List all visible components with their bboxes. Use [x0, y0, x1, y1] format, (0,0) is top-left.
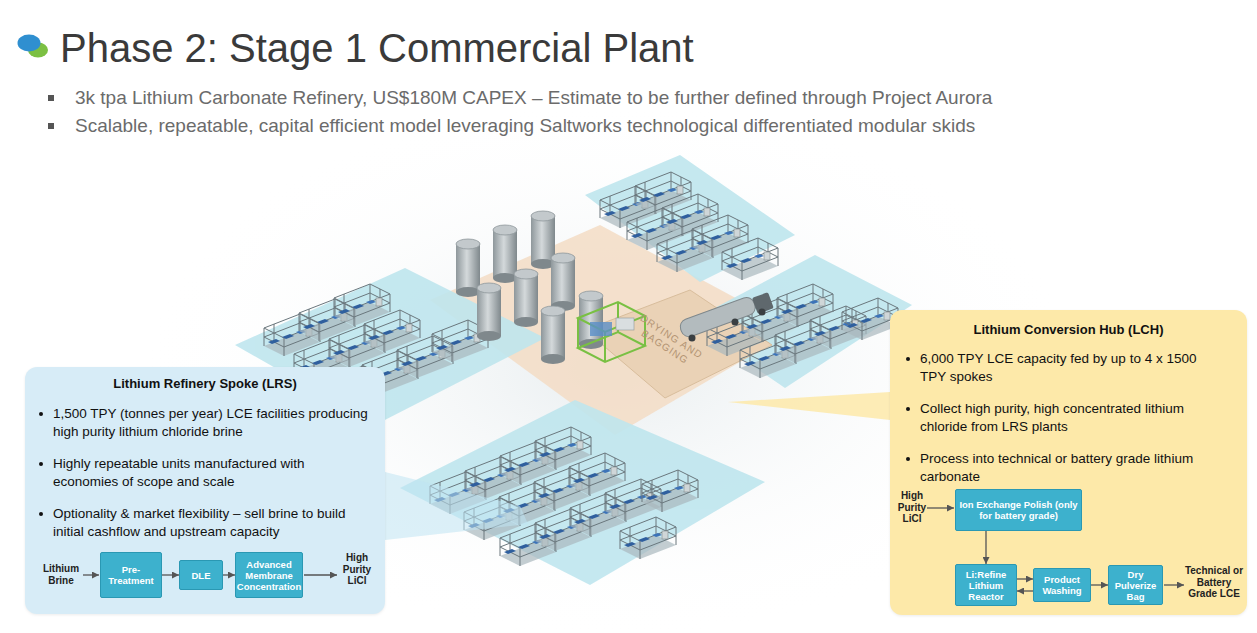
box-label: Product Washing: [1036, 574, 1088, 596]
panel-heading: Lithium Conversion Hub (LCH): [890, 322, 1247, 338]
box-label: Advanced Membrane Concentration: [237, 559, 301, 592]
flow-output: High Purity LiCl: [336, 552, 378, 587]
summary-bullet: 3k tpa Lithium Carbonate Refinery, US$18…: [75, 86, 992, 110]
storage-tanks-part: [514, 269, 538, 327]
south-spoke-skids-part: [642, 470, 698, 512]
bullet-text: Collect high purity, high concentrated l…: [920, 401, 1184, 434]
bullet-text: Process into technical or battery grade …: [920, 451, 1193, 484]
west-spoke-skids-part: [334, 284, 390, 326]
label-text: Technical or Battery Grade LCE: [1185, 565, 1243, 599]
flow-output: Technical or Battery Grade LCE: [1182, 565, 1246, 600]
storage-tanks-part: [551, 253, 575, 311]
box-text: Product Washing: [1036, 574, 1088, 596]
bullet-text: 6,000 TPY LCE capacity fed by up to 4 x …: [920, 351, 1196, 384]
summary-bullet: Scalable, repeatable, capital efficient …: [75, 114, 975, 138]
steel-structure-part: [578, 302, 645, 362]
south-spoke-skids-part: [620, 517, 676, 559]
bullet-dot: [39, 462, 43, 466]
north-spoke-skids-part: [662, 194, 718, 236]
north-spoke-skids-part: [722, 238, 778, 280]
box-text: DLE: [192, 570, 211, 581]
bullet-dot: [906, 457, 910, 461]
east-spoke-skids-part: [777, 284, 833, 326]
steel-structure: [578, 302, 645, 362]
process-box: Ion Exchange Polish (only for battery gr…: [955, 489, 1082, 531]
bullet-text: 1,500 TPY (tonnes per year) LCE faciliti…: [53, 406, 368, 439]
label-text: Lithium Brine: [43, 563, 79, 586]
process-box: Dry Pulverize Bag: [1108, 565, 1163, 605]
box-text: Pre-Treatment: [103, 564, 159, 586]
box-text: Advanced Membrane Concentration: [237, 559, 301, 592]
bullet-item: Process into technical or battery grade …: [904, 450, 1224, 486]
storage-tanks-part: [477, 283, 501, 341]
tanker-truck-part: [678, 295, 757, 339]
label-text: High Purity LiCl: [343, 552, 371, 586]
box-label: Pre-Treatment: [103, 564, 159, 586]
tanker-truck-part: [759, 309, 766, 316]
south-spoke-skids-part: [535, 427, 591, 469]
drying-pad: [585, 290, 772, 398]
bullet-square: [48, 95, 54, 101]
bullet-square: [48, 123, 54, 129]
lch-callout-wedge: [728, 392, 890, 420]
box-label: Ion Exchange Polish (only for battery gr…: [958, 499, 1079, 521]
flow-input: Lithium Brine: [40, 563, 82, 586]
title-icon-part: [18, 35, 41, 52]
box-label: DLE: [192, 570, 211, 581]
tanker-truck-part: [732, 319, 739, 326]
bullet-text: Optionality & market flexibility – sell …: [53, 506, 346, 539]
box-label: Dry Pulverize Bag: [1111, 569, 1160, 602]
label-text: High Purity LiCl: [898, 490, 926, 524]
lrs-callout-wedge: [385, 472, 528, 540]
bullet-dot: [39, 512, 43, 516]
box-label: Li:Refine Lithium Reactor: [958, 569, 1014, 602]
steel-structure-part: [578, 332, 645, 362]
bullet-item: 6,000 TPY LCE capacity fed by up to 4 x …: [904, 350, 1224, 386]
callout-panel: Lithium Refinery Spoke (LRS) 1,500 TPY (t…: [25, 367, 385, 614]
storage-tanks: [456, 211, 603, 364]
storage-tanks-part: [456, 239, 480, 297]
title-icon: [18, 35, 49, 58]
north-spoke-skids: [600, 172, 778, 280]
bullet-item: Highly repeatable units manufactured wit…: [37, 455, 373, 491]
label-text: 3k tpa Lithium Carbonate Refinery, US$18…: [75, 87, 992, 108]
bullet-dot: [906, 357, 910, 361]
tanker-truck: [678, 292, 774, 341]
panel-heading: Lithium Refinery Spoke (LRS): [25, 376, 385, 392]
bullet-dot: [39, 412, 43, 416]
process-box: Li:Refine Lithium Reactor: [955, 564, 1017, 606]
process-equipment: [590, 318, 634, 336]
west-spoke-skids-part: [364, 310, 420, 352]
bullet-list: 1,500 TPY (tonnes per year) LCE faciliti…: [37, 405, 373, 555]
label-text: Scalable, repeatable, capital efficient …: [75, 115, 975, 136]
process-equipment-part: [590, 322, 612, 336]
storage-tanks-part: [493, 225, 517, 283]
process-box: Product Washing: [1033, 568, 1091, 602]
box-text: Dry Pulverize Bag: [1111, 569, 1160, 602]
box-text: Li:Refine Lithium Reactor: [958, 569, 1014, 602]
bullet-list: 6,000 TPY LCE capacity fed by up to 4 x …: [904, 350, 1224, 500]
spoke-pads-part: [585, 155, 795, 282]
process-equipment-part: [616, 318, 634, 330]
flow-input: High Purity LiCl: [893, 490, 931, 525]
storage-tanks-part: [541, 306, 565, 364]
bullet-item: 1,500 TPY (tonnes per year) LCE faciliti…: [37, 405, 373, 441]
process-box: Pre-Treatment: [100, 552, 162, 598]
bullet-item: Collect high purity, high concentrated l…: [904, 400, 1224, 436]
process-box: DLE: [179, 560, 223, 590]
tanker-truck-part: [689, 335, 696, 342]
box-text: Ion Exchange Polish (only for battery gr…: [958, 499, 1079, 521]
bullet-text: Highly repeatable units manufactured wit…: [53, 456, 304, 489]
north-spoke-skids-part: [692, 215, 748, 257]
bullet-item: Optionality & market flexibility – sell …: [37, 505, 373, 541]
bullet-dot: [906, 407, 910, 411]
slide-title: Phase 2: Stage 1 Commercial Plant: [60, 24, 694, 72]
process-box: Advanced Membrane Concentration: [235, 552, 303, 598]
east-spoke-skids: [707, 284, 898, 378]
